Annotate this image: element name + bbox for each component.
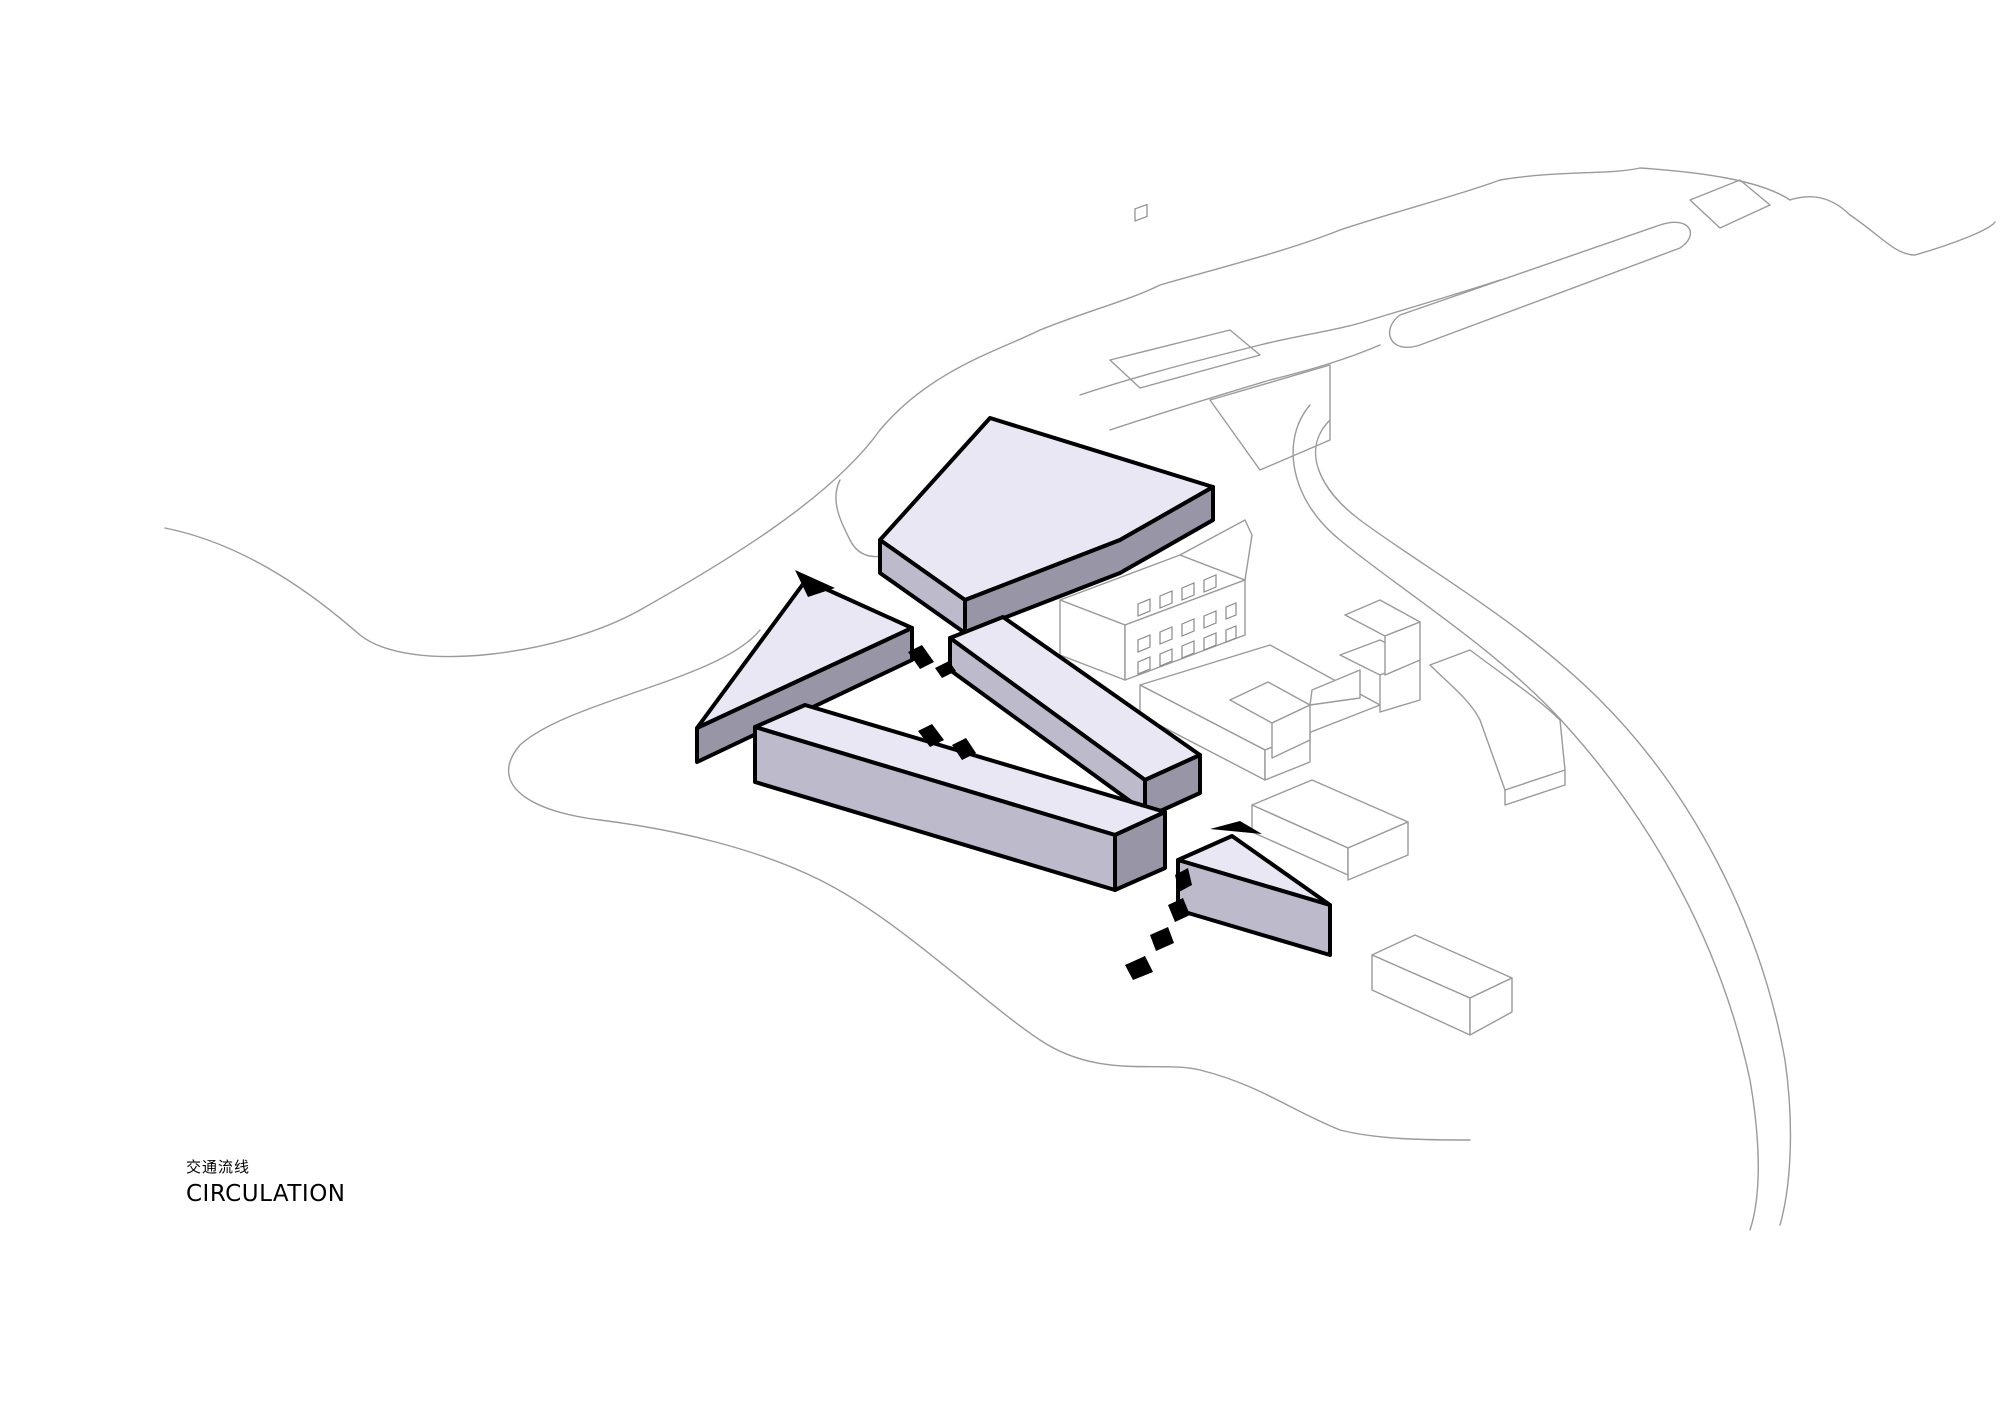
arrow-dash-center-2 bbox=[952, 738, 976, 760]
arrow-head-southeast bbox=[1210, 821, 1262, 834]
arrow-path-center bbox=[918, 724, 976, 760]
arrow-dash-center-1 bbox=[918, 724, 944, 747]
caption-english: CIRCULATION bbox=[186, 1181, 346, 1207]
existing-building-box bbox=[1371, 934, 1513, 1036]
arrow-path-north bbox=[795, 570, 956, 678]
apartment-windows bbox=[1134, 203, 1148, 222]
road-curve-east bbox=[1314, 419, 1792, 1226]
arrow-dash-se-4 bbox=[1125, 956, 1153, 980]
road-north-edge-2 bbox=[1109, 344, 1381, 431]
site-context bbox=[164, 167, 1996, 1231]
new-building-north bbox=[878, 416, 1215, 635]
outer-ridge-line bbox=[1849, 214, 1996, 256]
existing-building-curved bbox=[1429, 649, 1566, 806]
plot-north-left bbox=[1109, 329, 1261, 389]
arrow-head-north bbox=[795, 570, 835, 597]
existing-building-apartment bbox=[1059, 203, 1253, 681]
arrow-dash-se-1 bbox=[1175, 868, 1192, 892]
road-curve-east-outer bbox=[1292, 404, 1759, 1231]
arrow-dash-se-3 bbox=[1150, 927, 1174, 951]
new-building-slanted-bar bbox=[948, 615, 1202, 820]
plot-north-mid bbox=[1209, 364, 1331, 471]
small-plot-northeast bbox=[1689, 179, 1771, 229]
lower-terrain-line bbox=[508, 629, 1471, 1141]
arrow-dash-se-2 bbox=[1168, 898, 1190, 922]
existing-building-gabled-shed bbox=[1251, 779, 1409, 881]
road-north-edge bbox=[1079, 279, 1501, 396]
parking-strip bbox=[1389, 221, 1692, 348]
arrow-dash-north-2 bbox=[935, 661, 956, 678]
circulation-arrows bbox=[795, 570, 1262, 980]
existing-buildings bbox=[1059, 203, 1566, 1036]
site-boundary-line bbox=[164, 167, 1851, 658]
arrow-dash-north-1 bbox=[908, 645, 934, 669]
existing-building-long-low bbox=[1139, 599, 1421, 781]
arrow-path-southeast bbox=[1125, 821, 1262, 980]
window-grid bbox=[1137, 574, 1237, 675]
new-building-long-bar bbox=[753, 703, 1167, 892]
new-building-triangle-east bbox=[1176, 834, 1332, 957]
proposed-buildings bbox=[695, 416, 1332, 957]
new-building-triangle-west bbox=[695, 578, 914, 764]
diagram-caption: 交通流线 CIRCULATION bbox=[186, 1157, 546, 1209]
caption-chinese: 交通流线 bbox=[186, 1158, 251, 1176]
